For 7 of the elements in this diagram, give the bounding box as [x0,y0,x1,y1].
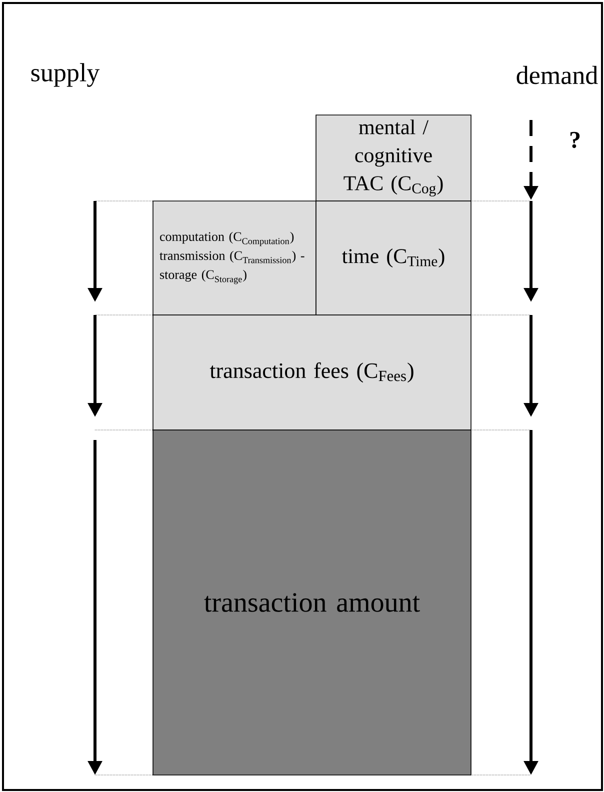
cost-box: mental / cognitive TAC (C$_{Cog}$) [316,114,472,202]
question-mark: ? [570,132,580,148]
cost-box: transaction amount [152,430,472,776]
cost-box: time (C$_{Time}$) [316,200,472,316]
axis-label: demand [516,66,598,84]
cost-box: $\text{computation (C}_{\text{Computation}}\text{)}$ $\text{transmission (C}_{\text{Transmission}}\text{) -}$ $\text{storage (C}_{\text{Storage}}\text{)}$ [152,200,316,316]
axis-label: supply [31,63,100,87]
